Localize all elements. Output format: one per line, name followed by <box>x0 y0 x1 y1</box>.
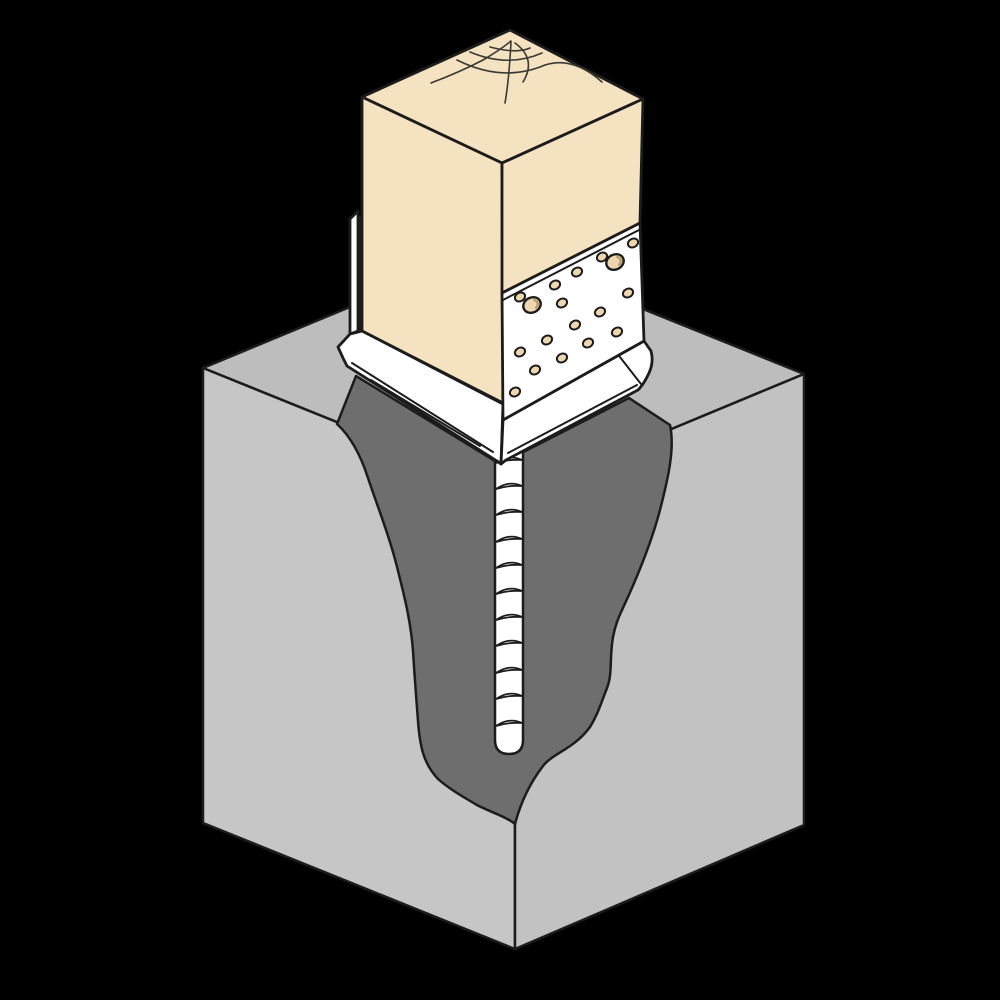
wood-grain-line <box>456 59 603 83</box>
right-apron <box>499 339 654 466</box>
rod-rib <box>495 719 523 727</box>
wood-grain-line <box>514 42 530 83</box>
nail-hole <box>581 337 595 349</box>
post-base-connector <box>336 209 654 466</box>
nail-hole <box>595 251 609 263</box>
nail-hole <box>568 319 582 331</box>
nail-hole <box>626 237 640 249</box>
plate-top-edge-line <box>502 229 640 301</box>
wood-grain-line <box>469 51 543 62</box>
nail-hole <box>513 291 527 303</box>
nail-holes <box>508 237 640 398</box>
rod-rib <box>495 587 523 595</box>
nail-hole <box>593 306 607 318</box>
wood-grain <box>430 40 603 104</box>
rod-rib <box>495 561 523 569</box>
wood-grain-line <box>489 46 531 52</box>
left-apron-fold-line <box>370 379 481 447</box>
rod-rib <box>495 482 523 490</box>
wood-grain-line <box>430 40 512 84</box>
rod-rib <box>495 692 523 700</box>
rod-rib <box>495 639 523 647</box>
bolt-hole-shading <box>524 298 540 312</box>
nail-hole <box>555 297 569 309</box>
bolt-hole-shading <box>607 255 623 269</box>
nail-hole <box>610 326 624 338</box>
wood-grain-line <box>504 41 512 104</box>
left-strap <box>348 209 360 336</box>
nail-hole <box>540 334 554 346</box>
rod-rib <box>495 613 523 621</box>
wooden-post <box>360 28 645 405</box>
right-apron-fold-line <box>615 351 642 385</box>
nail-hole <box>508 386 522 398</box>
nail-hole <box>621 287 635 299</box>
nail-hole <box>548 279 562 291</box>
anchor-rod-body <box>493 444 525 756</box>
anchor-rod <box>493 444 525 756</box>
rod-rib <box>495 666 523 674</box>
rod-rib <box>495 535 523 543</box>
left-apron-hem-line <box>351 362 494 453</box>
rod-rib <box>495 508 523 516</box>
nail-hole <box>528 364 542 376</box>
nail-hole <box>555 352 569 364</box>
nail-hole <box>570 266 584 278</box>
nail-hole <box>513 346 527 358</box>
bolt-holes <box>522 252 625 315</box>
right-apron-hem-line <box>507 384 638 454</box>
left-apron <box>336 329 505 466</box>
